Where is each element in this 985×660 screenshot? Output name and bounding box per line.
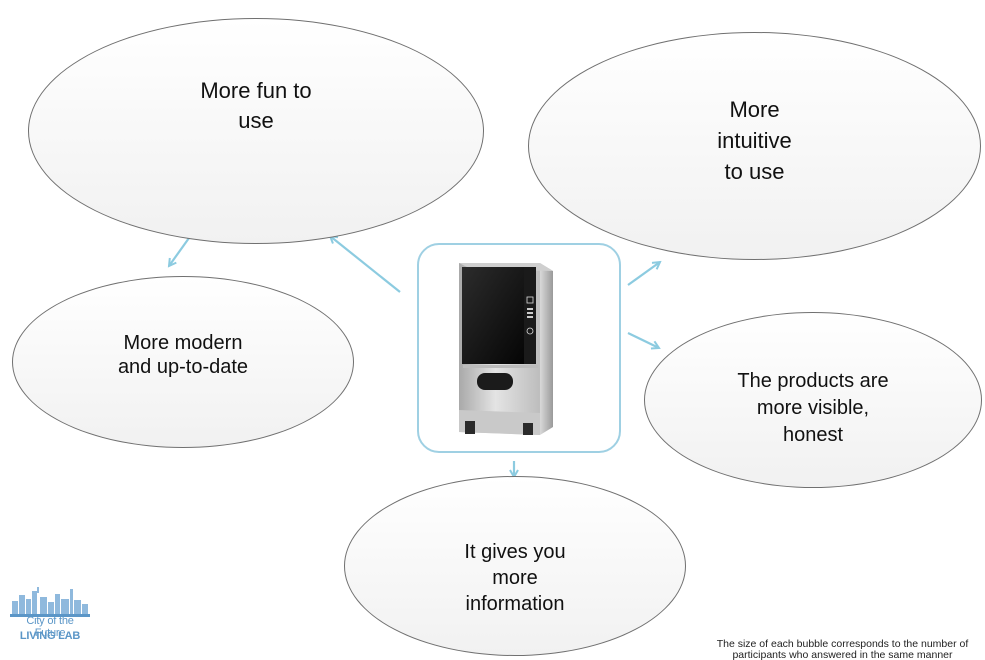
bubble-more-information: It gives you more information xyxy=(344,476,686,656)
bubble-more-modern: More modern and up-to-date xyxy=(12,276,354,448)
arrow-to-visible xyxy=(627,332,659,348)
bubble-more-fun-label: More fun to use xyxy=(200,78,312,133)
city-of-the-future-logo: City of the Future LIVING LAB xyxy=(10,585,90,647)
bubble-more-information-label: It gives you more information xyxy=(464,541,566,615)
vending-machine-icon xyxy=(459,263,553,435)
vending-machine-frame xyxy=(417,243,621,453)
bubble-more-fun: More fun to use xyxy=(28,18,484,244)
bubble-products-visible-label: The products are more visible, honest xyxy=(737,369,889,446)
bubble-products-visible: The products are more visible, honest xyxy=(644,312,982,488)
logo-line-2: LIVING LAB xyxy=(19,630,81,642)
bubble-more-intuitive-label: More intuitive to use xyxy=(717,96,792,184)
footnote: The size of each bubble corresponds to t… xyxy=(716,639,969,660)
arrow-to-fun xyxy=(330,236,401,293)
arrow-fun-to-modern xyxy=(169,237,190,266)
bubble-more-modern-label: More modern and up-to-date xyxy=(117,332,249,378)
bubble-more-intuitive: More intuitive to use xyxy=(528,32,981,260)
logo-line-1: City of the Future xyxy=(26,615,74,639)
arrow-to-intuitive xyxy=(627,262,660,286)
city-skyline-icon xyxy=(10,587,90,617)
